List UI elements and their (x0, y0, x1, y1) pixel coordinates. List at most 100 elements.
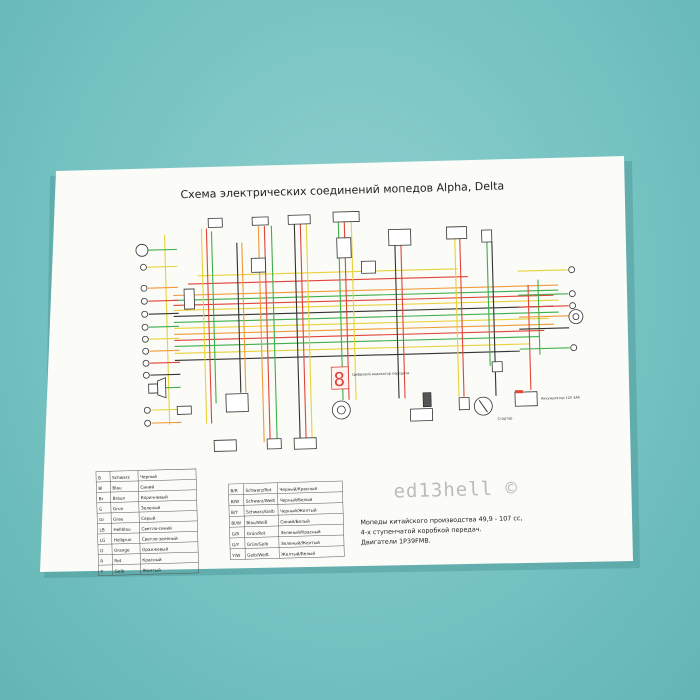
legend-right-cell-0-0: B/R (230, 488, 237, 493)
battery (514, 391, 538, 407)
bulb-left-12 (144, 419, 152, 427)
right-stub-wire-5 (519, 347, 570, 350)
riser-wire-5 (270, 225, 278, 442)
legend-right-cell-5-2: Зеленый/Желтый (281, 540, 320, 546)
legend-left-row-6 (97, 531, 198, 535)
bulb-right-0 (568, 266, 576, 274)
bus-wire-9 (174, 336, 540, 348)
legend-right-cell-6-2: Желтый/Белый (281, 551, 315, 557)
bus-wire-7 (174, 323, 555, 336)
battery-terminal-positive (514, 390, 523, 394)
legend-right-cell-0-2: Черный/Красный (279, 486, 317, 492)
legend-right-cell-3-2: Синий/Белый (280, 519, 310, 525)
starter-label: Стартер (498, 416, 513, 420)
legend-right-cell-2-2: Черный/Желтый (280, 508, 317, 514)
bulb-left-5 (141, 323, 149, 331)
cdi-unit (409, 408, 434, 422)
relay-block-1 (207, 217, 223, 228)
legend-left-cell-1-2: Синий (140, 484, 154, 489)
legend-right-cell-4-1: Grün/Rot (247, 531, 266, 537)
legend-left-row-3 (96, 499, 197, 504)
bulb-left-1 (140, 263, 147, 271)
riser-wire-6 (293, 223, 301, 442)
legend-left-cell-3-1: Grun (113, 506, 124, 511)
legend-left-cell-7-1: Orange (114, 547, 130, 552)
legend-right-row-4 (229, 523, 344, 528)
legend-left-cell-3-0: G (99, 507, 102, 512)
watermark: ed13hell © (393, 477, 518, 502)
bus-wire-13 (197, 268, 458, 277)
wire-harness (146, 221, 570, 443)
legend-left-cell-6-1: Hellgrun (114, 537, 132, 542)
right-stub-wire-4 (519, 327, 570, 330)
legend-right-cell-2-1: Schwarz/Gelb (246, 509, 275, 515)
legend-right-row-5 (229, 534, 344, 539)
bulb-left-7 (142, 347, 150, 355)
legend-left-cell-2-1: Braun (113, 496, 126, 501)
connector-bottom-1 (213, 439, 237, 452)
bulb-left-3 (140, 297, 148, 305)
stub-wire-11 (151, 408, 182, 411)
legend-right-row-6 (230, 545, 345, 550)
legend-left-row-5 (97, 520, 198, 524)
stub-wire-4 (148, 312, 179, 315)
flasher-relay (481, 229, 493, 243)
legend-left-cell-3-2: Зеленый (141, 505, 161, 511)
horn-connector (183, 288, 195, 310)
right-stub-wire-2 (518, 305, 569, 308)
left-components (135, 243, 167, 427)
bulb-right-1 (568, 290, 576, 298)
rectifier-block (446, 226, 468, 240)
gear-indicator-label: Цифровой индикатор передачи (352, 371, 409, 377)
riser-wire-0 (200, 228, 208, 424)
legend-left-cell-7-0: O (100, 548, 104, 553)
bulb-left-2 (140, 284, 148, 292)
horn-cone (157, 377, 167, 399)
legend-left-cell-9-0: Y (100, 569, 104, 574)
riser-wire-2 (210, 231, 217, 404)
legend-left-cell-8-2: Красный (142, 557, 162, 563)
connector-mid-1 (250, 257, 267, 273)
riser-wire-14 (454, 238, 460, 397)
stub-wire-7 (149, 349, 180, 352)
legend-right-cell-1-1: Schwarz/Weiß (246, 498, 276, 504)
legend-left-cell-9-1: Gelb (115, 568, 125, 573)
bus-wire-8 (174, 329, 545, 342)
gear-indicator-box (330, 366, 350, 390)
legend-right-frame (228, 480, 345, 560)
legend-left-row-4 (97, 510, 198, 514)
stub-wire-2 (147, 286, 178, 289)
legend-right-cell-1-2: Черный/Белый (280, 497, 313, 503)
stub-wire-12 (151, 421, 182, 424)
legend-right-row-3 (229, 513, 344, 517)
legend-left-cell-5-1: Hellblau (113, 527, 131, 532)
riser-wire-18 (236, 242, 242, 393)
riser-wire-8 (305, 222, 313, 441)
stub-wire-0 (146, 248, 177, 251)
connector-top-3 (332, 211, 360, 223)
legend-left-cell-9-2: Желтый (143, 567, 162, 572)
stub-wire-5 (149, 325, 180, 328)
tail-light-inner (572, 313, 580, 321)
legend-left-cell-5-0: LB (99, 527, 104, 532)
legend-right-col-1 (277, 482, 280, 559)
bus-wire-2 (173, 294, 554, 307)
bulb-left-8 (142, 359, 150, 367)
legend-left-cell-4-0: Gr (99, 517, 104, 522)
battery-label: Аккумулятор 12V 4Ah (541, 396, 580, 401)
legend-left-row-1 (96, 479, 197, 483)
legend-left-cell-8-1: Rot (114, 558, 121, 563)
connector-top-2 (287, 214, 311, 225)
right-stub-wire-0 (517, 269, 568, 272)
legend-left-cell-1-0: Bl (98, 486, 102, 491)
bus-wire-5 (173, 311, 559, 324)
stub-wire-3 (148, 299, 179, 302)
legend-right-cell-0-1: Schwarz/Rot (245, 487, 271, 493)
bulb-left-11 (143, 406, 151, 414)
speaker-relay (176, 405, 192, 415)
bus-wire-1 (173, 289, 559, 302)
paper-sheet (40, 156, 633, 572)
right-components: Аккумулятор 12V 4Ah Стартер (409, 266, 584, 422)
legend-right-cell-3-0: Bl/W (231, 520, 241, 525)
